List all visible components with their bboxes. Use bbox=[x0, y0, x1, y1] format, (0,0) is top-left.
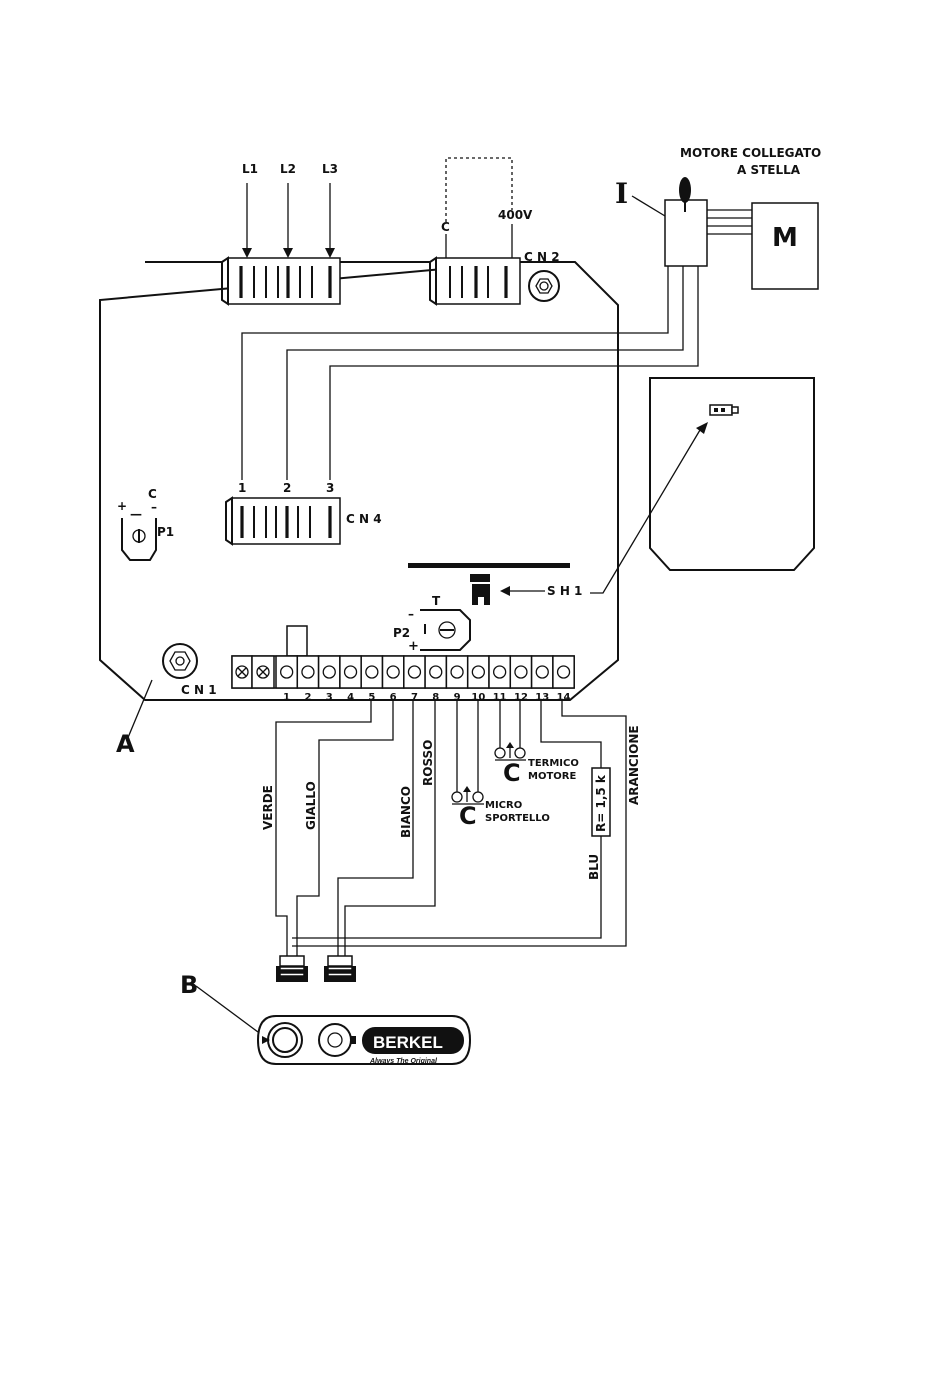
connector-cn4: 1 2 3 C N 4 bbox=[226, 481, 382, 544]
label-cn4: C N 4 bbox=[346, 512, 382, 526]
brand-slogan: Always The Original bbox=[369, 1058, 438, 1065]
jumper-icon bbox=[470, 574, 490, 605]
terminal-2 bbox=[297, 656, 318, 688]
label-arancione: ARANCIONE bbox=[627, 725, 641, 805]
terminal-14 bbox=[553, 656, 574, 688]
terminal-number-4: 4 bbox=[347, 692, 354, 703]
label-l3: L3 bbox=[322, 162, 338, 176]
label-cn4-2: 2 bbox=[283, 481, 291, 495]
p1-plus: + bbox=[117, 499, 127, 513]
terminal-6 bbox=[383, 656, 404, 688]
toggle-switch-icon bbox=[665, 177, 707, 266]
label-micro: MICRO bbox=[485, 800, 522, 811]
resistor: R= 1,5 k bbox=[592, 768, 610, 836]
label-giallo: GIALLO bbox=[304, 781, 318, 830]
label-cn2: C N 2 bbox=[524, 250, 560, 264]
label-verde: VERDE bbox=[261, 785, 275, 830]
thermal-switch: C TERMICO MOTORE bbox=[495, 700, 579, 787]
p1-c-minus: – bbox=[151, 500, 157, 514]
trimmer-p1: + — C – P1 bbox=[117, 487, 174, 560]
terminal-13 bbox=[532, 656, 553, 688]
lamp-sockets bbox=[276, 956, 356, 982]
terminal-number-12: 12 bbox=[514, 692, 528, 703]
terminal-8 bbox=[425, 656, 446, 688]
terminal-number-7: 7 bbox=[411, 692, 418, 703]
label-l1: L1 bbox=[242, 162, 258, 176]
terminal-number-1: 1 bbox=[283, 692, 290, 703]
label-blu: BLU bbox=[587, 854, 601, 880]
p2-plus: + bbox=[408, 639, 419, 654]
label-rosso: ROSSO bbox=[421, 740, 435, 786]
terminal-3 bbox=[319, 656, 340, 688]
label-bianco: BIANCO bbox=[399, 786, 413, 838]
terminal-number-2: 2 bbox=[304, 692, 311, 703]
label-l2: L2 bbox=[280, 162, 296, 176]
label-sportello: SPORTELLO bbox=[485, 813, 550, 824]
p1-minus: — bbox=[130, 507, 142, 521]
terminal-7 bbox=[404, 656, 425, 688]
label-p2: P2 bbox=[393, 626, 410, 640]
terminal-number-13: 13 bbox=[535, 692, 549, 703]
terminal-number-8: 8 bbox=[432, 692, 439, 703]
harness-wires bbox=[276, 700, 626, 958]
brand-name: BERKEL bbox=[373, 1033, 443, 1052]
terminal-5 bbox=[361, 656, 382, 688]
motor-title-line2: A STELLA bbox=[737, 163, 801, 177]
terminal-number-14: 14 bbox=[557, 692, 571, 703]
label-p1: P1 bbox=[157, 525, 174, 539]
micro-c: C bbox=[459, 802, 477, 830]
label-b: B bbox=[180, 971, 198, 999]
terminal-9 bbox=[446, 656, 467, 688]
hex-nut-icon bbox=[529, 271, 559, 301]
connector-mains bbox=[222, 258, 340, 304]
trimmer-p2: T – P2 + bbox=[393, 594, 470, 654]
terminal-number-3: 3 bbox=[326, 692, 333, 703]
hex-nut-icon bbox=[163, 644, 197, 678]
label-termico: TERMICO bbox=[528, 758, 579, 769]
label-motore: MOTORE bbox=[528, 771, 576, 782]
label-resistor: R= 1,5 k bbox=[594, 774, 608, 832]
p1-c: C bbox=[148, 487, 157, 501]
connector-cn2: C 400V C N 2 bbox=[430, 158, 560, 304]
label-cn4-1: 1 bbox=[238, 481, 246, 495]
terminal-10 bbox=[468, 656, 489, 688]
terminal-11 bbox=[489, 656, 510, 688]
side-panel bbox=[650, 378, 814, 570]
label-cn1: C N 1 bbox=[181, 683, 217, 697]
term-c: C bbox=[503, 759, 521, 787]
label-sh1: S H 1 bbox=[547, 584, 582, 598]
terminal-number-5: 5 bbox=[368, 692, 375, 703]
motor-assembly: MOTORE COLLEGATO A STELLA I M bbox=[615, 146, 821, 289]
label-400v: 400V bbox=[498, 208, 533, 222]
label-cn4-3: 3 bbox=[326, 481, 334, 495]
p2-t: T bbox=[432, 594, 441, 608]
motor-title-line1: MOTORE COLLEGATO bbox=[680, 146, 821, 160]
terminal-12 bbox=[510, 656, 531, 688]
berkel-panel: BERKEL Always The Original bbox=[258, 1016, 470, 1065]
jumper-sh1: S H 1 bbox=[408, 422, 708, 605]
label-a: A bbox=[116, 730, 135, 758]
p2-minus: – bbox=[408, 607, 414, 621]
label-cn2-c: C bbox=[441, 220, 450, 234]
terminal-1 bbox=[276, 656, 297, 688]
terminal-4 bbox=[340, 656, 361, 688]
label-motor-m: M bbox=[772, 223, 798, 253]
mains-inputs: L1 L2 L3 bbox=[242, 162, 338, 258]
label-switch-i: I bbox=[615, 177, 628, 210]
board-outline bbox=[100, 262, 618, 700]
